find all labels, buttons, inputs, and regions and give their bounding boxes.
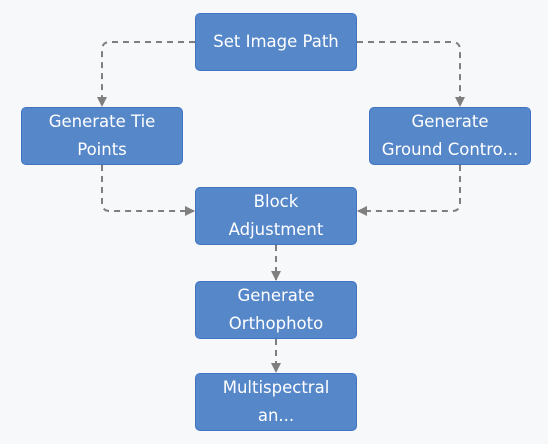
node-set-image-path[interactable]: Set Image Path xyxy=(195,13,357,71)
edge-tie-to-block xyxy=(101,165,195,216)
node-label: Set Image Path xyxy=(213,32,339,51)
node-label: Generate Ground Contro... xyxy=(381,112,519,159)
node-generate-tie-points[interactable]: Generate Tie Points xyxy=(21,107,183,165)
node-generate-ground-control[interactable]: Generate Ground Contro... xyxy=(369,107,531,165)
node-block-adjustment[interactable]: Block Adjustment xyxy=(195,187,357,245)
node-label: Generate Tie Points xyxy=(48,112,156,159)
node-label: Generate Orthophoto xyxy=(228,286,324,333)
node-generate-orthophoto[interactable]: Generate Orthophoto xyxy=(195,281,357,339)
node-label: Multispectral an... xyxy=(222,378,330,425)
edge-gcp-to-block xyxy=(357,165,461,216)
node-label: Block Adjustment xyxy=(228,192,324,239)
edge-set-to-tie xyxy=(97,41,195,107)
node-multispectral[interactable]: Multispectral an... xyxy=(195,373,357,431)
edge-set-to-gcp xyxy=(357,41,465,107)
